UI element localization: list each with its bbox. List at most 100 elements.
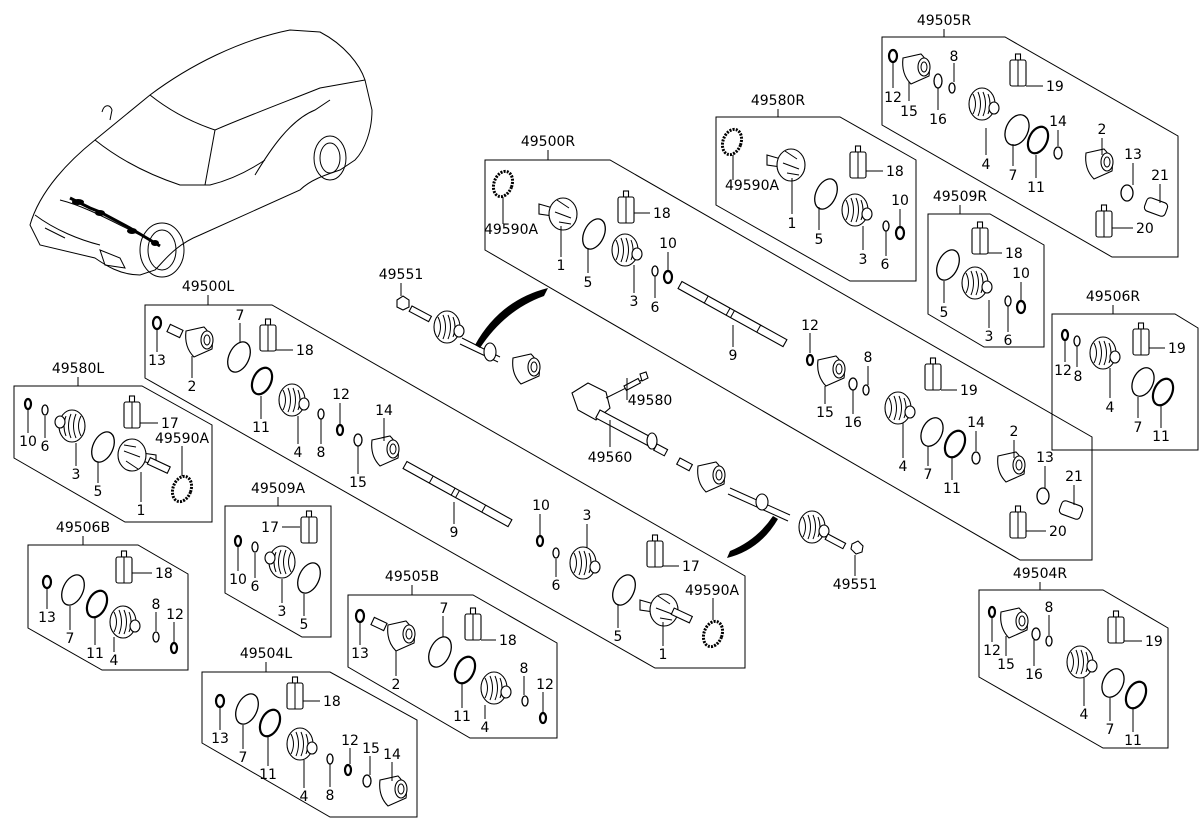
callout-10[interactable]: 10 [1012, 266, 1030, 282]
part-band-11[interactable] [256, 707, 284, 740]
callout-4[interactable]: 4 [481, 720, 490, 736]
callout-11[interactable]: 11 [1152, 429, 1170, 445]
callout-15[interactable]: 15 [816, 405, 834, 421]
part-band-11[interactable] [451, 654, 479, 687]
part-clip-13[interactable] [151, 315, 163, 331]
part-inner-joint-2[interactable] [1085, 148, 1114, 180]
part-grease-17[interactable] [300, 510, 318, 544]
callout-4[interactable]: 4 [899, 459, 908, 475]
part-band-6[interactable] [651, 265, 659, 277]
callout-2[interactable]: 2 [188, 379, 197, 395]
part-spacer-21[interactable] [1143, 197, 1169, 218]
callout-20[interactable]: 20 [1049, 524, 1067, 540]
callout-18[interactable]: 18 [1005, 246, 1023, 262]
part-clip-14[interactable] [1053, 146, 1063, 160]
callout-21[interactable]: 21 [1065, 469, 1083, 485]
callout-11[interactable]: 11 [86, 646, 104, 662]
callout-11[interactable]: 11 [943, 481, 961, 497]
callout-49590A[interactable]: 49590A [725, 178, 780, 194]
callout-8[interactable]: 8 [1045, 600, 1054, 616]
callout-49560[interactable]: 49560 [588, 450, 633, 466]
callout-7[interactable]: 7 [1106, 722, 1115, 738]
group-label-49580L[interactable]: 49580L [52, 361, 105, 377]
callout-11[interactable]: 11 [1027, 180, 1045, 196]
callout-10[interactable]: 10 [532, 498, 550, 514]
part-tripod-14[interactable] [379, 775, 408, 807]
callout-3[interactable]: 3 [859, 252, 868, 268]
part-band-8[interactable] [152, 631, 160, 643]
callout-16[interactable]: 16 [929, 112, 947, 128]
callout-13[interactable]: 13 [38, 610, 56, 626]
callout-18[interactable]: 18 [323, 694, 341, 710]
part-grease-18[interactable] [259, 318, 277, 352]
callout-12[interactable]: 12 [983, 643, 1001, 659]
part-tripod-14[interactable] [371, 435, 400, 467]
part-band-5[interactable] [608, 571, 640, 608]
part-bolt-49580[interactable] [605, 371, 649, 399]
part-band-6[interactable] [41, 404, 49, 416]
part-band-15[interactable] [362, 774, 372, 788]
part-grease-19[interactable] [1132, 322, 1150, 356]
callout-49551-bottom[interactable]: 49551 [833, 577, 878, 593]
callout-12[interactable]: 12 [884, 90, 902, 106]
part-band-8[interactable] [862, 384, 870, 396]
assembled-shaft-right[interactable] [675, 457, 864, 558]
callout-18[interactable]: 18 [499, 633, 517, 649]
callout-5[interactable]: 5 [940, 305, 949, 321]
callout-15[interactable]: 15 [997, 657, 1015, 673]
callout-11[interactable]: 11 [1124, 733, 1142, 749]
callout-1[interactable]: 1 [137, 503, 146, 519]
part-band-11[interactable] [1024, 124, 1052, 157]
part-tripod-15[interactable] [1000, 607, 1029, 639]
callout-8[interactable]: 8 [152, 597, 161, 613]
part-grease-20[interactable] [1095, 204, 1113, 238]
part-band-5[interactable] [932, 246, 964, 283]
part-clip-12[interactable] [343, 763, 353, 777]
callout-20[interactable]: 20 [1136, 221, 1154, 237]
callout-13[interactable]: 13 [148, 353, 166, 369]
callout-13[interactable]: 13 [1124, 147, 1142, 163]
part-washer-13[interactable] [1120, 184, 1134, 202]
callout-1[interactable]: 1 [788, 216, 797, 232]
part-band-5[interactable] [293, 559, 325, 596]
part-abs-ring-49590A[interactable] [717, 125, 747, 159]
part-spacer-21[interactable] [1058, 500, 1084, 521]
part-abs-ring-49590A[interactable] [698, 617, 728, 651]
group-label-49500L[interactable]: 49500L [182, 279, 235, 295]
part-boot-3[interactable] [54, 409, 86, 443]
part-band-8[interactable] [326, 753, 334, 765]
callout-7[interactable]: 7 [1134, 420, 1143, 436]
callout-4[interactable]: 4 [982, 157, 991, 173]
callout-6[interactable]: 6 [651, 300, 660, 316]
callout-6[interactable]: 6 [41, 439, 50, 455]
callout-4[interactable]: 4 [1080, 707, 1089, 723]
part-grease-19[interactable] [1009, 53, 1027, 87]
callout-19[interactable]: 19 [1145, 634, 1163, 650]
part-band-10[interactable] [23, 397, 33, 411]
part-clip-13[interactable] [354, 608, 366, 624]
part-boot-4[interactable] [480, 671, 512, 705]
part-clip-13[interactable] [214, 693, 226, 709]
part-band-7[interactable] [57, 571, 89, 608]
part-grease-18[interactable] [849, 145, 867, 179]
part-band-6[interactable] [251, 541, 259, 553]
callout-10[interactable]: 10 [19, 434, 37, 450]
part-nut-49551[interactable] [396, 295, 410, 311]
callout-16[interactable]: 16 [1025, 667, 1043, 683]
part-band-10[interactable] [233, 534, 243, 548]
part-boot-3[interactable] [611, 233, 643, 267]
part-boot-4[interactable] [286, 727, 318, 761]
part-grease-18[interactable] [115, 550, 133, 584]
part-grease-19[interactable] [1107, 610, 1125, 644]
part-clip-14[interactable] [971, 451, 981, 465]
callout-21[interactable]: 21 [1151, 168, 1169, 184]
callout-15[interactable]: 15 [362, 741, 380, 757]
group-label-49506R[interactable]: 49506R [1086, 289, 1141, 305]
callout-7[interactable]: 7 [1009, 168, 1018, 184]
callout-19[interactable]: 19 [1046, 79, 1064, 95]
callout-12[interactable]: 12 [166, 607, 184, 623]
part-band-8[interactable] [1073, 335, 1081, 347]
callout-7[interactable]: 7 [239, 750, 248, 766]
part-band-7[interactable] [223, 338, 255, 375]
part-shaft-9[interactable] [402, 460, 513, 528]
